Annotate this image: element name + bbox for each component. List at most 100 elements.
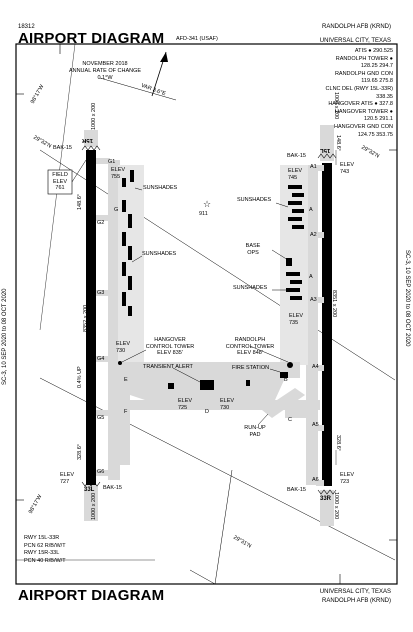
sunshades-left xyxy=(122,170,134,316)
taxiway-label: C xyxy=(288,417,292,423)
obstacle-height: 911 xyxy=(199,211,208,217)
overrun-15r: 1000 x 200 xyxy=(91,102,97,130)
overrun-33r: 1000 x 200 xyxy=(333,492,339,520)
runway-15l-33r xyxy=(322,163,332,486)
lat-grid-line xyxy=(39,149,396,381)
taxiway-label: G2 xyxy=(97,220,105,226)
airport-name-bottom: RANDOLPH AFB (KRND) xyxy=(321,598,391,604)
variation-date: NOVEMBER 2018 xyxy=(82,61,128,67)
field-elev-box xyxy=(47,169,73,195)
hangover-tower-label: HANGOVER CONTROL TOWER ELEV 835' xyxy=(145,337,195,356)
elev-730-left: ELEV 730 xyxy=(116,341,131,354)
frequency-line: CLNC DEL (RWY 15L-33R) xyxy=(325,85,393,92)
heading-15r: 148.6° xyxy=(77,194,83,210)
runway-15r-label: 15R xyxy=(82,137,94,143)
overrun-top-left xyxy=(84,130,98,147)
taxiway-label: G xyxy=(114,207,119,213)
taxiway-label: B xyxy=(284,377,288,383)
heading-33l: 328.6° xyxy=(77,444,83,460)
runway-15l-33r-dimensions: 8351 x 200 xyxy=(331,290,337,318)
frequency-line: HANGOVER GND CON xyxy=(334,123,393,130)
sunshades-label-3: SUNSHADES xyxy=(237,197,272,203)
runway-15r-33l-dimensions: 8352 x 200 xyxy=(83,304,89,332)
page-title-bottom: AIRPORT DIAGRAM xyxy=(18,587,165,604)
taxiway-label: G6 xyxy=(97,469,105,475)
runway-15r-33l xyxy=(86,150,96,485)
frequency-line: 128.25 294.7 xyxy=(360,63,393,70)
elev-745: ELEV 745 xyxy=(288,168,303,181)
taxiway-label: G1 xyxy=(108,159,116,165)
city-top: UNIVERSAL CITY, TEXAS xyxy=(319,38,391,44)
runway-gradient: 0.4% UP xyxy=(77,366,83,388)
hangover-tower-dot xyxy=(118,361,122,365)
pcn-block: RWY 15L-33R PCN 62 R/B/W/T RWY 15R-33L P… xyxy=(24,535,66,564)
runway-15l-label: 15L xyxy=(320,147,331,153)
bak-15-bottom-left: BAK-15 xyxy=(103,485,122,491)
frequency-line: RANDOLPH GND CON xyxy=(334,70,393,77)
frequency-block: ATIS ● 290.525 RANDOLPH TOWER ● 128.25 2… xyxy=(253,48,393,139)
transient-alert-label: TRANSIENT ALERT xyxy=(143,364,193,370)
taxiway-label: A5 xyxy=(312,422,319,428)
overrun-bottom-right xyxy=(320,490,334,526)
heading-33r: 328.6° xyxy=(335,435,341,451)
runup-pad xyxy=(262,388,305,418)
overrun-15l: 1000 x 200 xyxy=(333,92,339,120)
overrun-top-right xyxy=(320,125,334,161)
fire-station-building xyxy=(280,372,288,378)
elev-725: ELEV 725 xyxy=(178,398,193,411)
elev-755: ELEV 755 xyxy=(111,167,126,180)
runway-33l-label: 33L xyxy=(84,487,95,493)
chart-number: 18312 xyxy=(18,24,35,30)
effective-date-left: SC-3, 10 SEP 2020 to 08 OCT 2020 xyxy=(2,288,8,385)
taxiway-label: A xyxy=(309,207,313,213)
field-elevation: FIELD ELEV 761 xyxy=(52,172,68,191)
effective-date-right: SC-3, 10 SEP 2020 to 08 OCT 2020 xyxy=(404,250,410,347)
right-apron xyxy=(280,165,308,365)
svg-text:☆: ☆ xyxy=(203,200,211,210)
sunshades-label-2: SUNSHADES xyxy=(142,251,177,257)
transient-alert-building xyxy=(200,380,214,390)
frequency-line: 119.65 275.8 xyxy=(361,78,393,85)
city-bottom: UNIVERSAL CITY, TEXAS xyxy=(319,589,391,595)
bak-15-top-left: BAK-15 xyxy=(53,145,72,151)
elev-730-center: ELEV 730 xyxy=(220,398,235,411)
variation-rate-value: 0.1°W xyxy=(97,75,113,81)
variation-rate-label: ANNUAL RATE OF CHANGE xyxy=(68,68,142,74)
bak-15-bottom-right: BAK-15 xyxy=(287,487,306,493)
frequency-line: HANGOVER ATIS ● 327.8 xyxy=(328,101,393,108)
lon-grid-line xyxy=(214,469,233,585)
overrun-bottom-left xyxy=(84,485,98,521)
taxiway-label: A4 xyxy=(312,364,319,370)
chart-frame xyxy=(15,43,398,585)
taxiway-d xyxy=(120,400,320,410)
taxiway-label: A6 xyxy=(312,477,319,483)
runway-33r-label: 33R xyxy=(320,496,332,502)
overrun-33l: 1000 x 200 xyxy=(91,492,97,520)
runup-pad-label: RUN-UP PAD xyxy=(244,425,266,438)
randolph-tower-dot xyxy=(287,362,293,368)
sunshades-label-1: SUNSHADES xyxy=(143,185,178,191)
sunshades-right xyxy=(286,185,304,300)
taxiway-label: G3 xyxy=(97,290,105,296)
taxiway-label: A3 xyxy=(310,297,317,303)
fire-station-label: FIRE STATION xyxy=(232,365,270,371)
randolph-tower-label: RANDOLPH CONTROL TOWER ELEV 848' xyxy=(225,337,275,356)
elev-735: ELEV 735 xyxy=(289,313,304,326)
taxiway-label: G5 xyxy=(97,415,105,421)
afd-reference: AFD-341 (USAF) xyxy=(176,36,218,42)
taxiway-label: A xyxy=(309,274,313,280)
frequency-line: HANGOVER TOWER ● xyxy=(334,108,393,115)
elev-723: ELEV 723 xyxy=(340,472,355,485)
bak-15-top-right: BAK-15 xyxy=(287,153,306,159)
elev-727: ELEV 727 xyxy=(60,472,75,485)
frequency-line: ATIS ● 290.525 xyxy=(354,48,393,54)
heading-15l: 148.6° xyxy=(335,135,341,151)
taxiway-label: A1 xyxy=(310,164,317,170)
elev-743: ELEV 743 xyxy=(340,162,355,175)
lat-grid-line xyxy=(39,377,396,561)
airport-name-top: RANDOLPH AFB (KRND) xyxy=(321,24,391,30)
taxiway-label: G4 xyxy=(97,356,105,362)
taxiway-label: E xyxy=(124,377,128,383)
taxiway-g xyxy=(108,160,120,480)
